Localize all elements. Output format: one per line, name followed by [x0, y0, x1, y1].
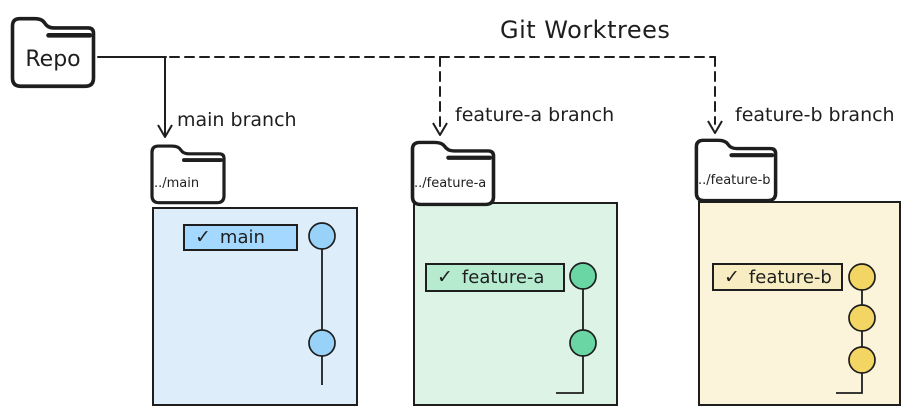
feature-a-commit-dot — [569, 262, 597, 290]
feature-a-branch-box: ✓ feature-a — [425, 263, 565, 292]
feature-b-folder-path-label: ../feature-b — [698, 172, 771, 188]
feature-a-branch-label: feature-a — [461, 267, 545, 288]
main-commit-dot — [308, 329, 336, 357]
main-arrowhead-icon — [157, 124, 173, 138]
main-branch-arrow-label: main branch — [177, 109, 297, 131]
feature-a-commit-dot — [569, 329, 597, 357]
main-branch-label: main — [219, 227, 265, 248]
main-folder-path-label: ../main — [154, 176, 200, 192]
check-icon: ✓ — [724, 265, 740, 288]
main-worktree-folder: ../main — [148, 143, 228, 205]
feature-b-branch-label: feature-b — [748, 266, 832, 288]
feature-b-branch-arrow-label: feature-b branch — [735, 104, 895, 126]
main-commit-dot — [308, 222, 336, 250]
feature-b-commit-line — [836, 277, 863, 394]
feature-a-commit-line — [556, 276, 584, 394]
feature-b-commit-dot — [848, 263, 876, 291]
feature-b-arrowhead-icon — [707, 120, 723, 134]
feature-a-worktree-folder: ../feature-a — [408, 139, 498, 207]
folder-icon — [694, 138, 778, 203]
folder-icon — [10, 16, 96, 89]
main-branch-box: ✓ main — [183, 224, 298, 251]
check-icon: ✓ — [437, 266, 453, 288]
repo-folder: Repo — [8, 15, 98, 89]
feature-b-branch-box: ✓ feature-b — [712, 263, 843, 291]
feature-b-commit-dot — [848, 304, 876, 332]
feature-a-folder-path-label: ../feature-a — [414, 175, 487, 191]
check-icon: ✓ — [195, 226, 211, 248]
feature-a-branch-arrow-label: feature-a branch — [455, 104, 615, 126]
feature-a-arrowhead-icon — [432, 122, 448, 136]
feature-b-worktree-folder: ../feature-b — [692, 137, 780, 203]
folder-icon — [150, 144, 226, 205]
repo-label: Repo — [25, 47, 81, 72]
feature-b-commit-dot — [848, 346, 876, 374]
folder-icon — [410, 140, 496, 207]
diagram-title: Git Worktrees — [500, 16, 671, 44]
